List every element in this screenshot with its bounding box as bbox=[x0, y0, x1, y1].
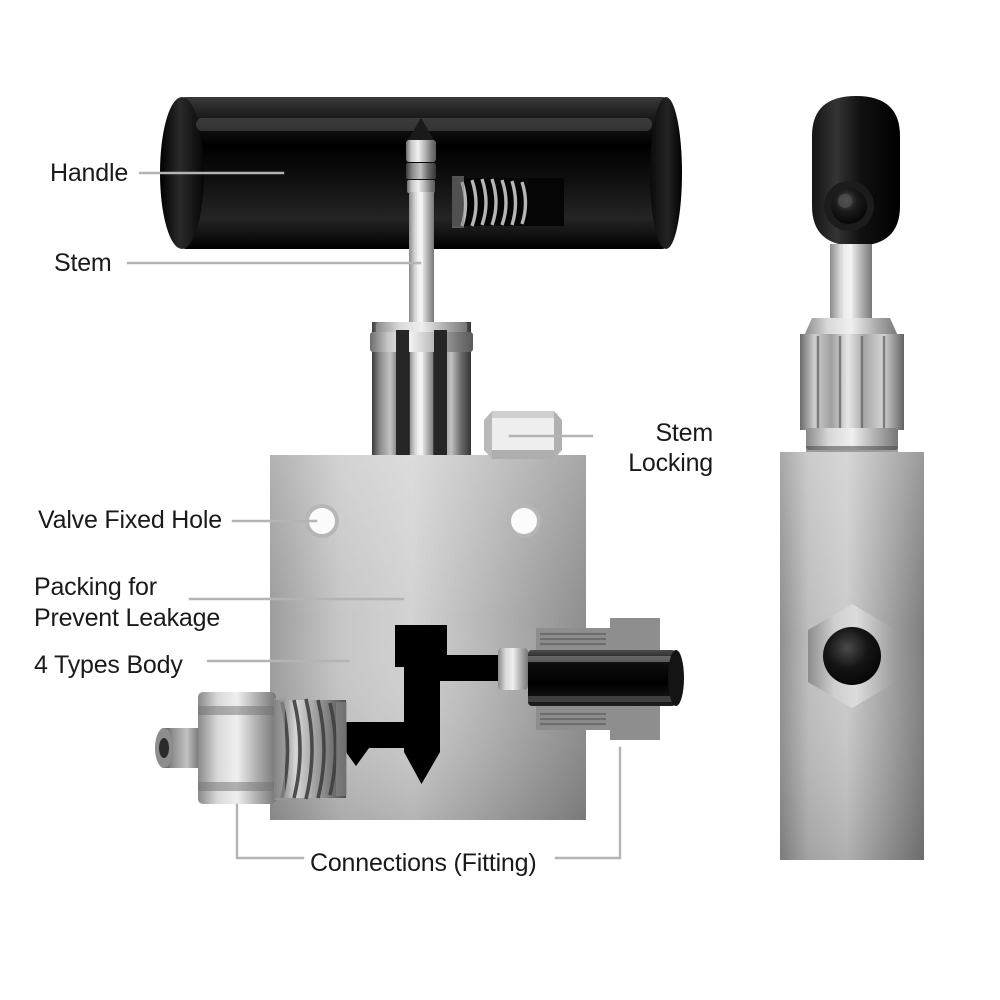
valve-fixed-hole-right bbox=[507, 504, 541, 538]
handle-thread-shoulder bbox=[452, 176, 464, 228]
stem-cap-cone bbox=[406, 118, 436, 143]
leader-lines bbox=[126, 171, 622, 860]
handle-bore bbox=[452, 178, 564, 226]
leader-connections-left bbox=[235, 803, 305, 860]
bonnet-collar-flange bbox=[370, 332, 473, 352]
assembled-valve-view bbox=[780, 96, 924, 860]
stem-cap-ring-2 bbox=[406, 163, 436, 179]
label-4-types-body: 4 Types Body bbox=[34, 651, 183, 679]
left-connection-fitting bbox=[155, 692, 347, 804]
right-inner-collar bbox=[498, 648, 528, 690]
label-stem-locking-line1: Stem bbox=[655, 419, 713, 447]
label-connections-fitting: Connections (Fitting) bbox=[310, 849, 537, 877]
right-fitting-bore bbox=[528, 650, 676, 706]
stem-lock-left-facet bbox=[484, 411, 492, 459]
label-packing-line2: Prevent Leakage bbox=[34, 604, 221, 632]
left-tube-bore bbox=[159, 738, 169, 758]
stem-cap-ring-3 bbox=[407, 180, 435, 193]
label-stem: Stem bbox=[54, 249, 112, 277]
assembled-body-port bbox=[823, 627, 881, 685]
label-stem-locking-line2: Locking bbox=[628, 449, 713, 477]
label-valve-fixed-hole: Valve Fixed Hole bbox=[38, 506, 222, 534]
assembled-bonnet-taper bbox=[804, 318, 898, 336]
left-hex-nut bbox=[198, 692, 276, 804]
assembled-stem bbox=[830, 244, 872, 320]
label-packing-line1: Packing for bbox=[34, 573, 157, 601]
handle-right-cap bbox=[650, 97, 682, 249]
right-bore-end bbox=[668, 650, 684, 706]
knob-recess-highlight bbox=[838, 194, 852, 208]
label-handle: Handle bbox=[50, 159, 129, 187]
right-connection-fitting bbox=[498, 618, 684, 740]
stem-shaft-highlight bbox=[417, 192, 423, 562]
assembled-bonnet-collar bbox=[806, 428, 898, 450]
right-fitting-threads bbox=[540, 632, 606, 726]
left-fitting-threads bbox=[280, 698, 338, 800]
bonnet-flute-lines bbox=[816, 336, 886, 428]
stem-cap-ring-1 bbox=[406, 140, 436, 162]
leader-connections-right bbox=[554, 746, 622, 860]
assembled-bonnet-flutes bbox=[800, 334, 904, 430]
handle-internal-thread bbox=[460, 178, 528, 227]
valve-fixed-hole-left bbox=[305, 504, 339, 538]
